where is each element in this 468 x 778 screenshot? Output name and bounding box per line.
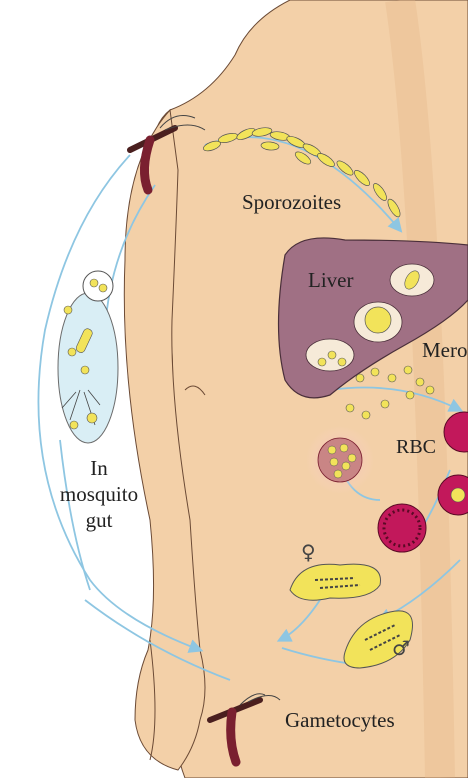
sporozoites-label: Sporozoites	[242, 190, 341, 215]
mosquito-gut-label: In mosquito gut	[55, 455, 143, 533]
liver-label: Liver	[308, 268, 353, 293]
mosquito-gut-label-line-3: gut	[55, 507, 143, 533]
male-symbol: ♂	[392, 636, 410, 660]
female-symbol: ♀	[301, 540, 316, 564]
merozoites-label: Mero	[422, 338, 468, 363]
mosquito-gut-label-line-2: mosquito	[55, 481, 143, 507]
rbc-label: RBC	[396, 436, 436, 459]
gametocytes-label: Gametocytes	[285, 708, 395, 733]
mosquito-gut-label-line-1: In	[55, 455, 143, 481]
rbc-burst	[306, 426, 374, 494]
mosquito-gut-oval	[58, 271, 118, 443]
